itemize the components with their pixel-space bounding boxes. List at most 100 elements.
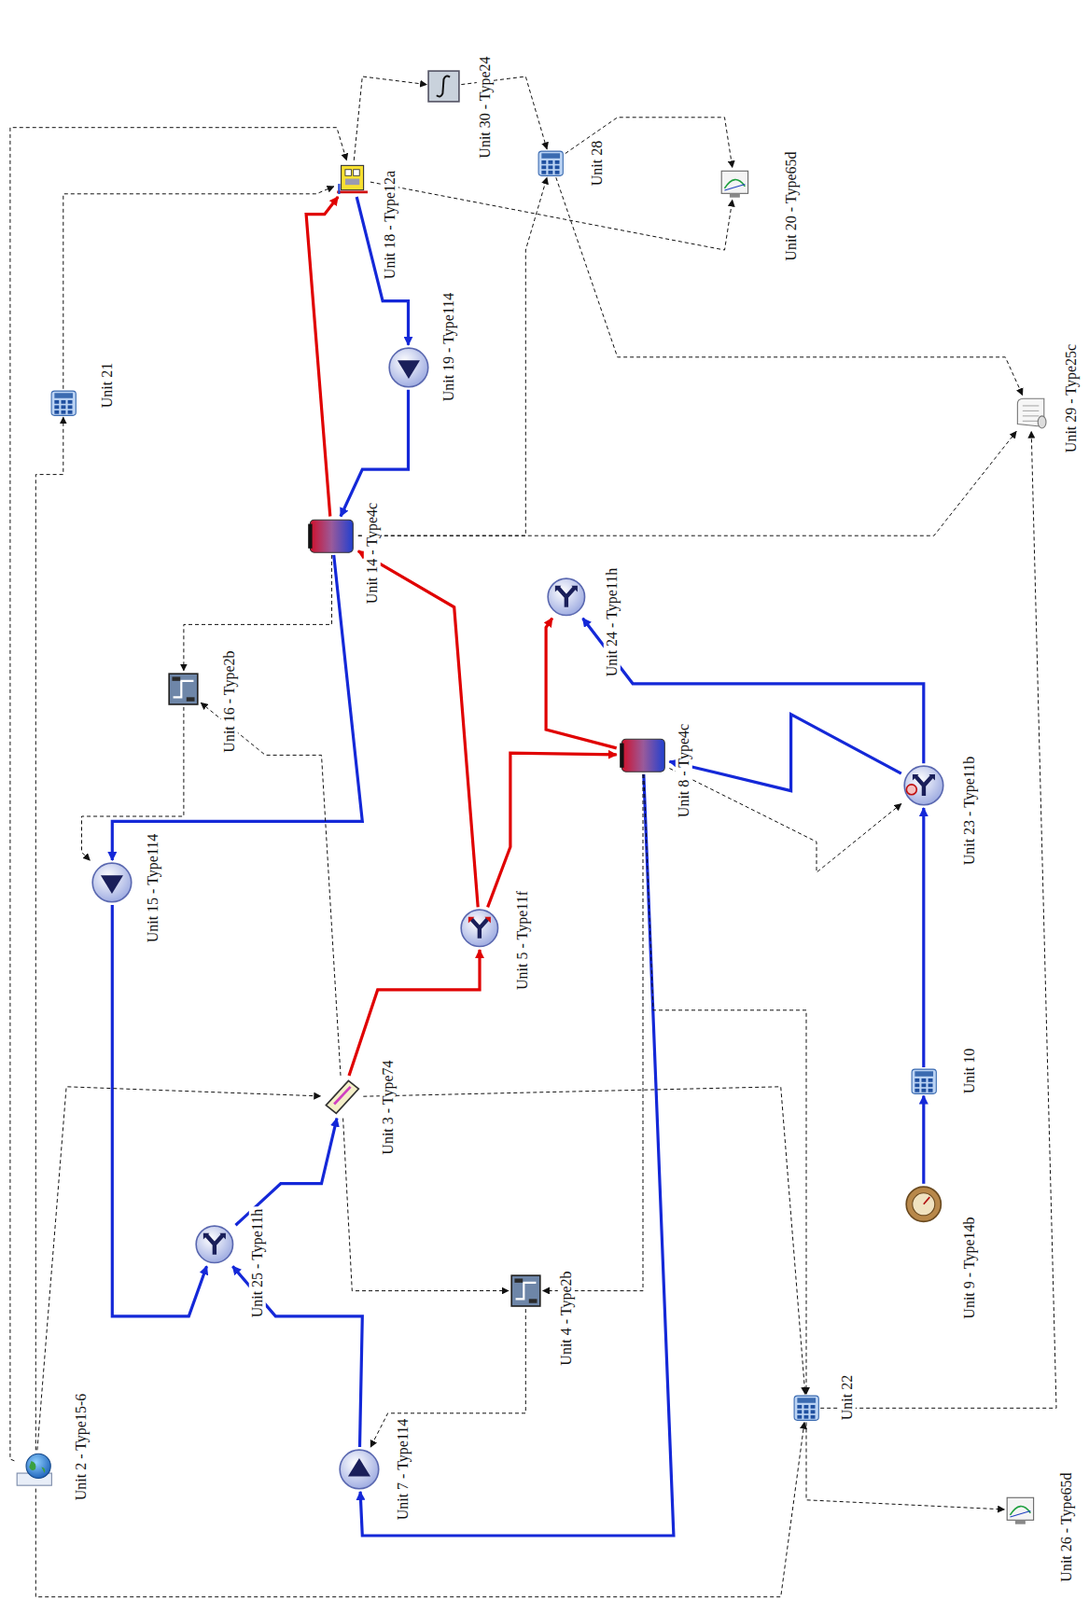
drawing-part [54, 392, 73, 398]
hot-pipe [306, 196, 338, 517]
drawing-part [309, 519, 353, 553]
component-icon [1013, 395, 1048, 431]
drawing-part [26, 1454, 51, 1480]
drawing-part [460, 910, 498, 948]
component-node: Unit 15 - Type114 [90, 861, 134, 905]
drawing-part [542, 170, 547, 175]
control-link [200, 702, 341, 1076]
component-icon [719, 167, 751, 199]
drawing-part [337, 183, 340, 195]
drawing-part [621, 739, 665, 772]
control-link [370, 181, 733, 251]
drawing-part [60, 400, 66, 405]
drawing-part [915, 776, 932, 796]
drawing-part [471, 919, 488, 939]
drawing-part [93, 863, 133, 903]
drawing-part [468, 917, 491, 924]
control-link [82, 707, 184, 861]
drawing-part [511, 1275, 541, 1307]
drawing-part [721, 171, 748, 195]
drawing-part [336, 190, 368, 194]
drawing-part [796, 1397, 816, 1403]
control-link [10, 127, 348, 1462]
drawing-part [54, 410, 59, 415]
drawing-part [352, 169, 360, 177]
drawing-part [555, 165, 560, 169]
drawing-part [1037, 416, 1047, 429]
drawing-part [796, 1410, 802, 1415]
drawing-part [619, 742, 624, 768]
component-node: Unit 14 - Type4c [306, 517, 358, 555]
drawing-part [169, 673, 199, 705]
drawing-part [904, 766, 944, 806]
drawing-part [29, 1461, 46, 1474]
unit-label: Unit 8 - Type4c [675, 722, 693, 820]
drawing-part [389, 348, 429, 388]
drawing-part [729, 194, 740, 198]
drawing-part [927, 1089, 933, 1093]
component-node: Unit 8 - Type4c [617, 737, 670, 774]
unit-label: Unit 22 [838, 1373, 856, 1423]
drawing-part [548, 160, 554, 165]
component-icon [321, 1076, 363, 1118]
control-link [543, 774, 643, 1292]
component-node: Unit 26 - Type65d [1005, 1494, 1036, 1526]
drawing-part [547, 578, 585, 615]
drawing-part [906, 1186, 941, 1222]
drawing-part [542, 165, 547, 169]
unit-label: Unit 4 - Type2b [558, 1269, 575, 1368]
unit-label: Unit 18 - Type12a [381, 167, 399, 280]
unit-label: Unit 5 - Type11f [514, 889, 531, 992]
drawing-part [173, 680, 195, 697]
cold-pipe [360, 774, 674, 1536]
component-icon [617, 737, 670, 774]
component-icon [459, 907, 501, 950]
unit-label: Unit 29 - Type25c [1062, 341, 1080, 454]
drawing-part [914, 1089, 920, 1093]
drawing-part [906, 784, 917, 796]
drawing-part [339, 1450, 379, 1490]
component-icon [427, 69, 461, 103]
drawing-part [927, 1078, 933, 1083]
unit-label: Unit 14 - Type4c [363, 501, 381, 606]
drawing-part [796, 1405, 802, 1410]
drawing-part [803, 1415, 809, 1420]
unit-label: Unit 2 - Type15-6 [72, 1392, 90, 1504]
component-node: Unit 25 - Type11h [194, 1224, 236, 1266]
unit-label: Unit 20 - Type65d [781, 149, 799, 263]
drawing-part [1010, 1511, 1032, 1519]
unit-label: Unit 10 [961, 1047, 978, 1096]
component-node: Unit 3 - Type74 [321, 1076, 363, 1118]
control-link [183, 555, 333, 671]
drawing-part [100, 875, 124, 894]
control-link [353, 76, 427, 161]
unit-label: Unit 7 - Type114 [394, 1417, 412, 1523]
component-node: Unit 5 - Type11f [459, 907, 501, 950]
cold-pipe [669, 714, 901, 792]
drawing-part [67, 410, 72, 415]
drawing-part [542, 160, 547, 165]
unit-label: Unit 24 - Type11h [603, 566, 621, 680]
drawing-part [345, 169, 352, 177]
drawing-part [809, 1405, 815, 1410]
drawing-part [186, 697, 196, 701]
control-link [63, 186, 335, 390]
unit-label: Unit 23 - Type11b [961, 754, 978, 868]
drawing-part [1022, 416, 1039, 418]
component-icon [537, 150, 564, 177]
control-link [669, 768, 901, 874]
drawing-part [1006, 1498, 1034, 1522]
drawing-part [548, 170, 554, 175]
drawing-part [725, 184, 746, 192]
drawing-part [54, 400, 59, 405]
drawing-part [558, 587, 574, 608]
drawing-part [51, 390, 76, 416]
component-node: Unit 20 - Type65d [719, 167, 751, 199]
component-icon [509, 1273, 543, 1309]
component-icon [902, 764, 946, 808]
drawing-part [555, 160, 560, 165]
drawing-part [428, 71, 460, 103]
drawing-part [67, 400, 72, 405]
drawing-part [555, 170, 560, 175]
